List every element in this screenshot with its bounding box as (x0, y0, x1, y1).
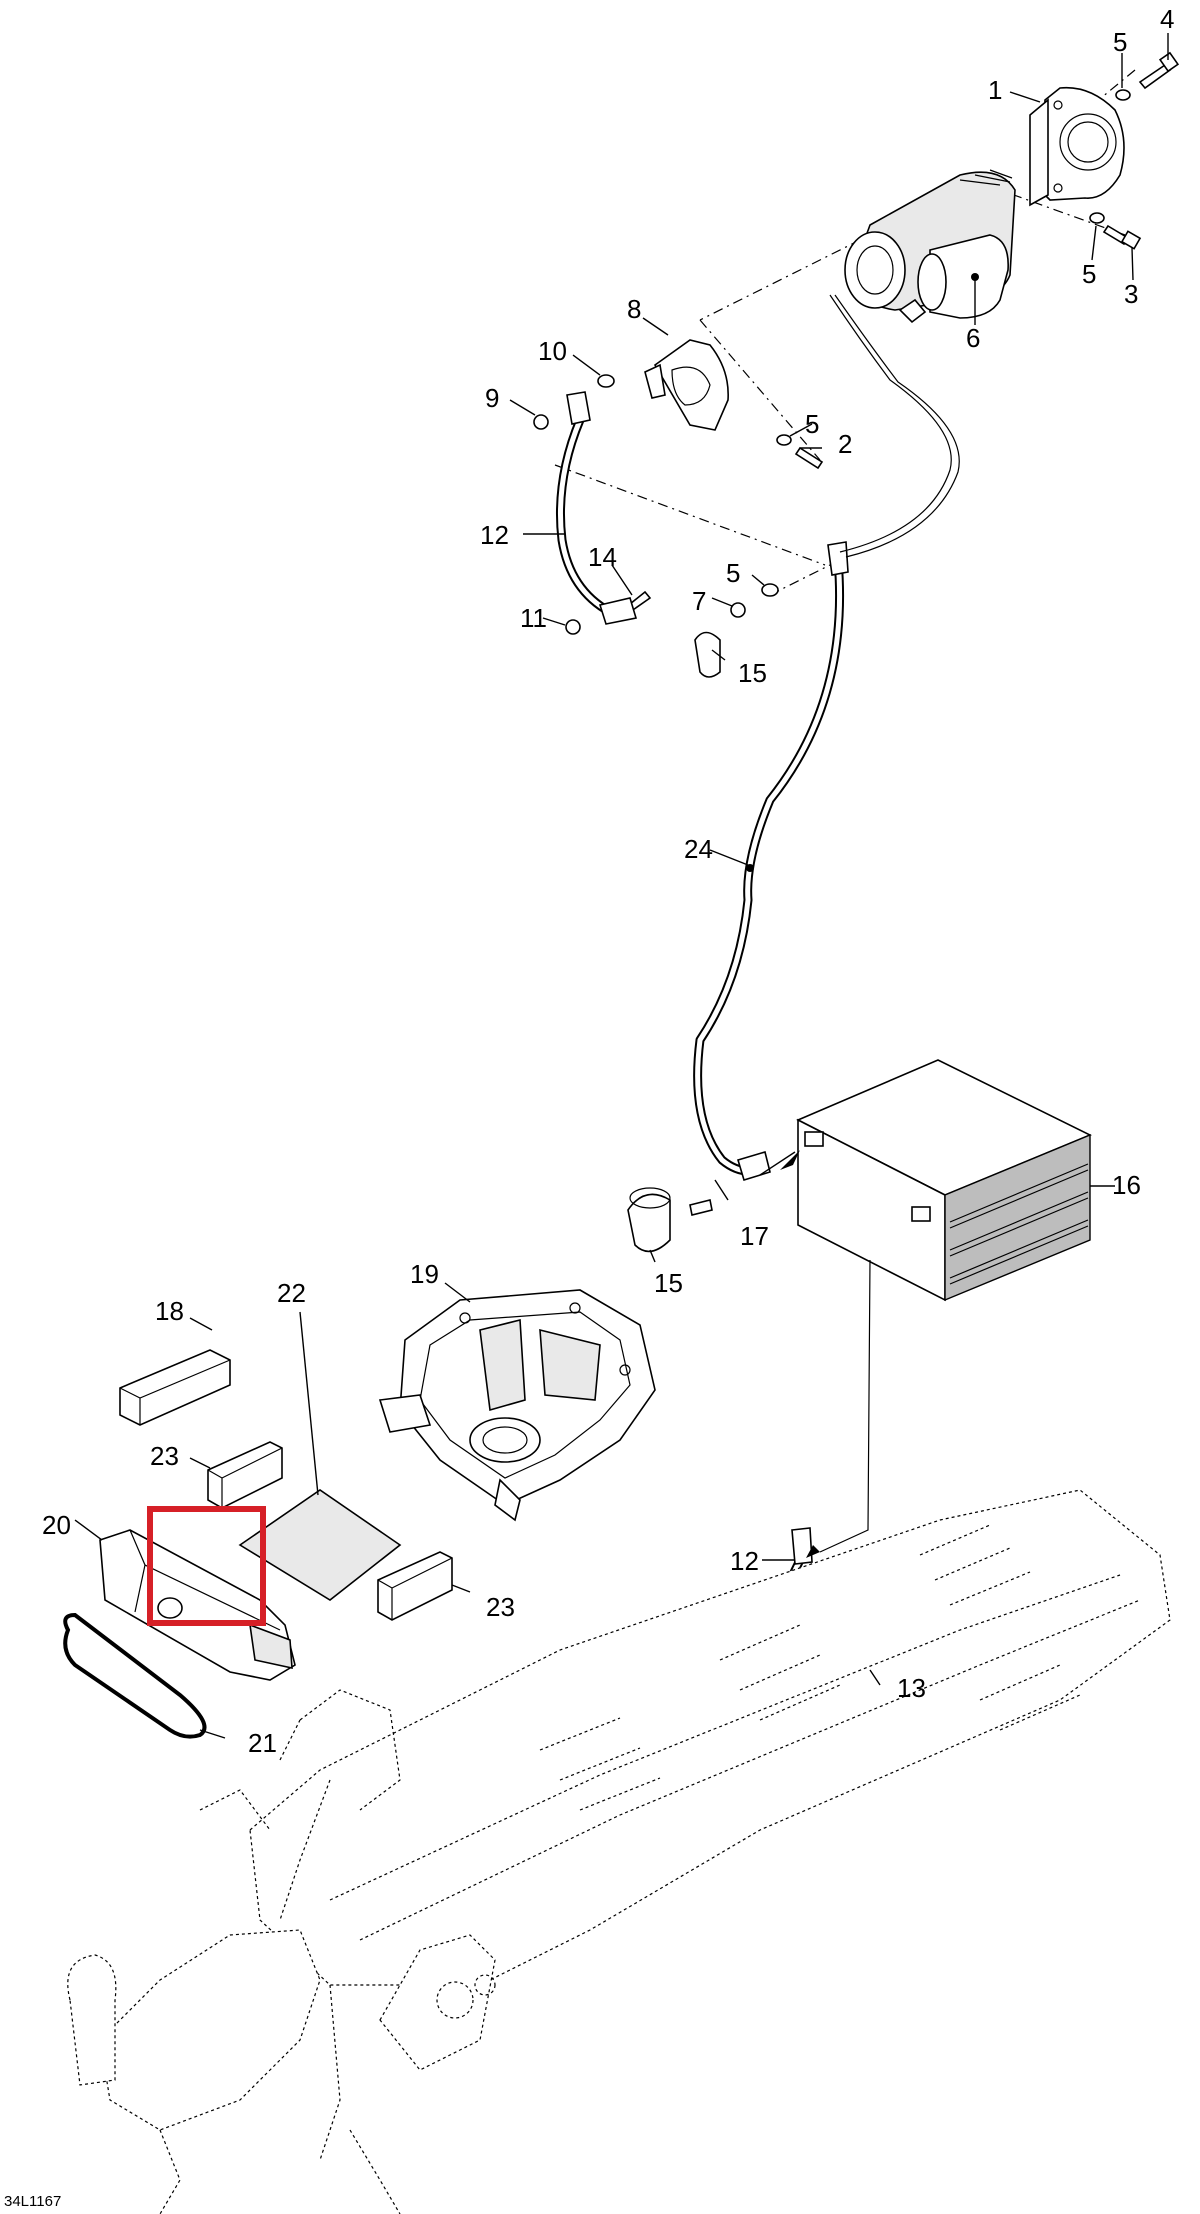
callout-6: 6 (966, 323, 980, 353)
bolt (1102, 224, 1130, 246)
callout-leaders (74, 33, 1169, 1739)
starter-mounting-bracket (1029, 86, 1125, 207)
insulating-sheet (238, 1311, 402, 1601)
battery-holder (378, 1289, 656, 1522)
bolt-17 (689, 1199, 713, 1216)
washer (1089, 212, 1105, 224)
pad-18 (119, 1349, 231, 1426)
washer (1115, 89, 1131, 101)
callout-12: 12 (480, 520, 509, 550)
pad-23-left (207, 1441, 283, 1509)
starter-fasteners (1089, 51, 1180, 250)
connection-arrows (759, 1150, 820, 1558)
callout-13: 13 (897, 1673, 926, 1703)
vehicle-frame (67, 1489, 1171, 2214)
starter-plate (644, 339, 729, 431)
battery (796, 1059, 1092, 1553)
callout-17: 17 (740, 1221, 769, 1251)
callout-8: 8 (627, 294, 641, 324)
callout-22: 22 (277, 1278, 306, 1308)
callout-12: 12 (730, 1546, 759, 1576)
boot-15-upper (694, 631, 721, 678)
callout-2: 2 (838, 429, 852, 459)
callout-20: 20 (42, 1510, 71, 1540)
callout-15: 15 (738, 658, 767, 688)
pad-23-right (377, 1551, 453, 1621)
callout-5: 5 (726, 558, 740, 588)
callout-10: 10 (538, 336, 567, 366)
positive-cable (693, 294, 960, 1182)
callout-21: 21 (248, 1728, 277, 1758)
callout-23: 23 (486, 1592, 515, 1622)
callout-labels: 1 2 3 4 5 5 5 5 6 7 8 9 10 11 12 12 13 1… (42, 4, 1174, 1758)
callout-14: 14 (588, 542, 617, 572)
callout-24: 24 (684, 834, 713, 864)
callout-16: 16 (1112, 1170, 1141, 1200)
boot-15-lower (627, 1193, 671, 1253)
ground-cable-upper (556, 391, 638, 625)
callout-15: 15 (654, 1268, 683, 1298)
highlight-box (147, 1506, 266, 1626)
callout-18: 18 (155, 1296, 184, 1326)
foam-pads (119, 1349, 453, 1621)
callout-1: 1 (988, 75, 1002, 105)
callout-23: 23 (150, 1441, 179, 1471)
callout-7: 7 (692, 586, 706, 616)
callout-19: 19 (410, 1259, 439, 1289)
callout-11: 11 (520, 603, 547, 633)
callout-3: 3 (1124, 279, 1138, 309)
callout-5: 5 (805, 409, 819, 439)
callout-9: 9 (485, 383, 499, 413)
callout-5: 5 (1113, 27, 1127, 57)
rubber-strap (63, 1612, 207, 1739)
callout-4: 4 (1160, 4, 1174, 34)
callout-5: 5 (1082, 259, 1096, 289)
small-hardware (533, 374, 875, 1677)
starter-motor (844, 169, 1016, 324)
figure-reference-code: 34L1167 (4, 2193, 61, 2210)
